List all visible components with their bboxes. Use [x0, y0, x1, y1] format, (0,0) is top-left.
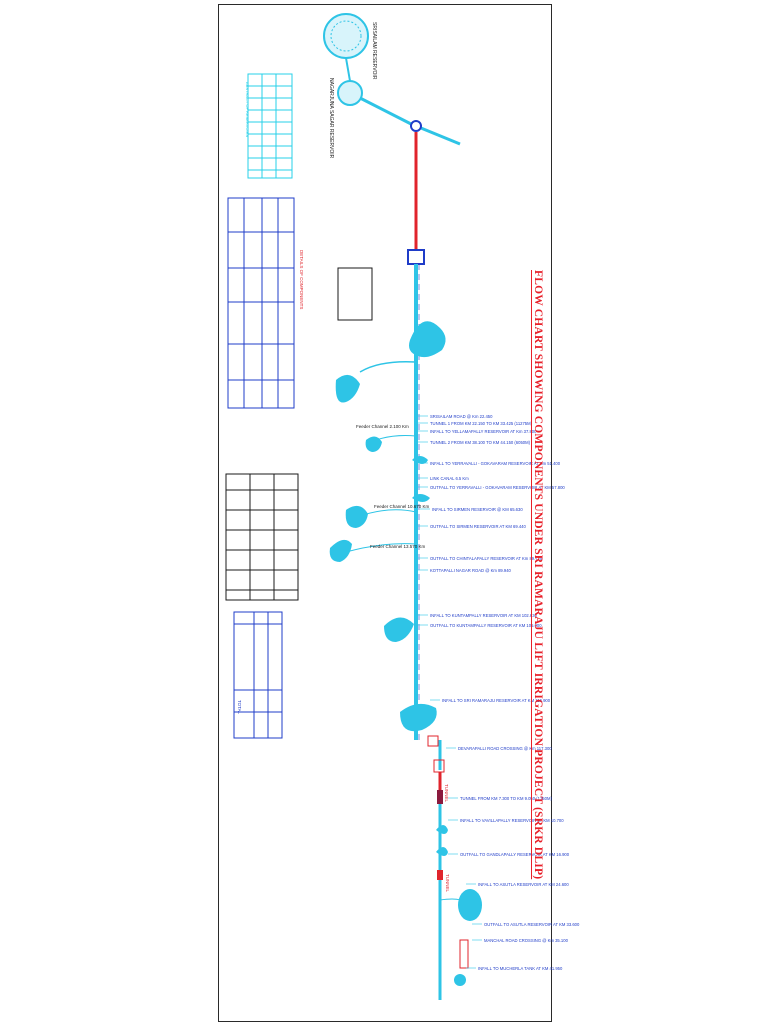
reservoir-west-2	[365, 436, 382, 452]
side-note: Feeder Channel 13.570 Km	[370, 544, 426, 549]
source-label-upper: SRISAILAM RESERVOIR	[371, 22, 377, 80]
components-table-title: DETAILS OF COMPONENTS	[299, 250, 304, 309]
feature-label: OUTFALL TO KUNTAMPALLY RESERVOIR AT KM 1…	[430, 623, 542, 628]
feature-label: LINK CANAL 6.5 Km	[430, 476, 469, 481]
source-labels: SRISAILAM RESERVOIR NAGARJUNA SAGAR RESE…	[328, 22, 377, 159]
kuntampally-reservoir	[384, 617, 414, 642]
pump-house-symbol	[407, 249, 425, 265]
total-label: TOTAL	[237, 700, 242, 715]
feature-label: INFALL TO YERRAVALLI - GOKAVARAM RESERVO…	[430, 461, 561, 466]
reservoir-west-3	[345, 505, 368, 528]
feature-label: TUNNEL 2 FROM KM 38.100 TO KM 44.150 (60…	[430, 440, 531, 445]
feature-label: INFALL TO KUNTAMPALLY RESERVOIR AT KM 10…	[430, 613, 538, 618]
feature-label: OUTFALL TO SIRMEN RESERVOIR AT KM 69.440	[430, 524, 526, 529]
feature-label: INFALL TO VAVILLAPALLY RESERVOIR AT KM 1…	[460, 818, 564, 823]
side-note: TUNNEL	[444, 784, 449, 802]
quantities-table	[225, 473, 299, 601]
feature-label: OUTFALL TO YERRAVALLI - GOKAVARAM RESERV…	[430, 485, 565, 490]
reservoir-table-title: ABSTRACT OF RESERVOIRS	[245, 82, 250, 138]
yellamapally-reservoir	[409, 321, 446, 358]
feature-label: TUNNEL FROM KM 7.300 TO KM 9.050 (1750M)	[460, 796, 552, 801]
nagarjuna-reservoir-symbol	[337, 80, 363, 106]
reservoir-west-4	[329, 539, 352, 562]
feature-label: INFALL TO YELLAMAPALLY RESERVOIR AT Km 3…	[430, 429, 537, 434]
chart-title: FLOW CHART SHOWING COMPONENTS UNDER SRI …	[532, 270, 544, 880]
asutla-reservoir	[458, 889, 482, 921]
reservoir-west-1	[335, 374, 360, 403]
side-notes: Feeder Channel 2.100 Km Feeder Channel 1…	[356, 424, 450, 892]
feature-label: INFALL TO MUCHERLA TANK AT KM 41.950	[478, 966, 563, 971]
components-detail-table	[227, 197, 295, 409]
table-titles: ABSTRACT OF RESERVOIRS DETAILS OF COMPON…	[237, 82, 304, 715]
mucherla-tank	[454, 974, 466, 986]
feature-label: OUTFALL TO ASUTLA RESERVOIR AT KM 33.600	[484, 922, 580, 927]
feature-label: KOTTAPALLI NAGAR ROAD @ Km 89.940	[430, 568, 512, 573]
side-note: Feeder Channel 2.100 Km	[356, 424, 409, 429]
source-label-lower: NAGARJUNA SAGAR RESERVOIR	[328, 78, 334, 159]
feature-label: TUNNEL 1 FROM KM 22.150 TO KM 33.425 (11…	[430, 421, 533, 426]
feature-label: MANCHAL ROAD CROSSING @ Km 35.100	[484, 938, 569, 943]
feature-label: INFALL TO ASUTLA RESERVOIR AT KM 24.600	[478, 882, 569, 887]
feature-label: SRISAILAM ROAD @ Km 22.450	[430, 414, 493, 419]
side-note: TUNNEL	[445, 874, 450, 892]
sri-ramaraju-reservoir	[400, 703, 437, 732]
junction-node	[410, 120, 422, 132]
feature-label: INFALL TO SIRMEN RESERVOIR @ KM 65.630	[432, 507, 523, 512]
legend-box	[337, 267, 373, 321]
side-note: Feeder Channel 10.670 Km	[374, 504, 430, 509]
feature-label: OUTFALL TO CHINTALAPALLY RESERVOIR AT Km…	[430, 556, 543, 561]
feature-label: INFALL TO SRI RAMARAJU RESERVOIR AT KM 1…	[442, 698, 551, 703]
summary-table	[233, 611, 283, 739]
reservoir-abstract-table	[247, 73, 293, 179]
feature-label: DEVARAPALLI ROAD CROSSING @ Km 117.300	[458, 746, 552, 751]
srisailam-reservoir-symbol	[323, 13, 369, 59]
feature-label: OUTFALL TO GANDLAPALLY RESERVOIR AT KM 1…	[460, 852, 570, 857]
